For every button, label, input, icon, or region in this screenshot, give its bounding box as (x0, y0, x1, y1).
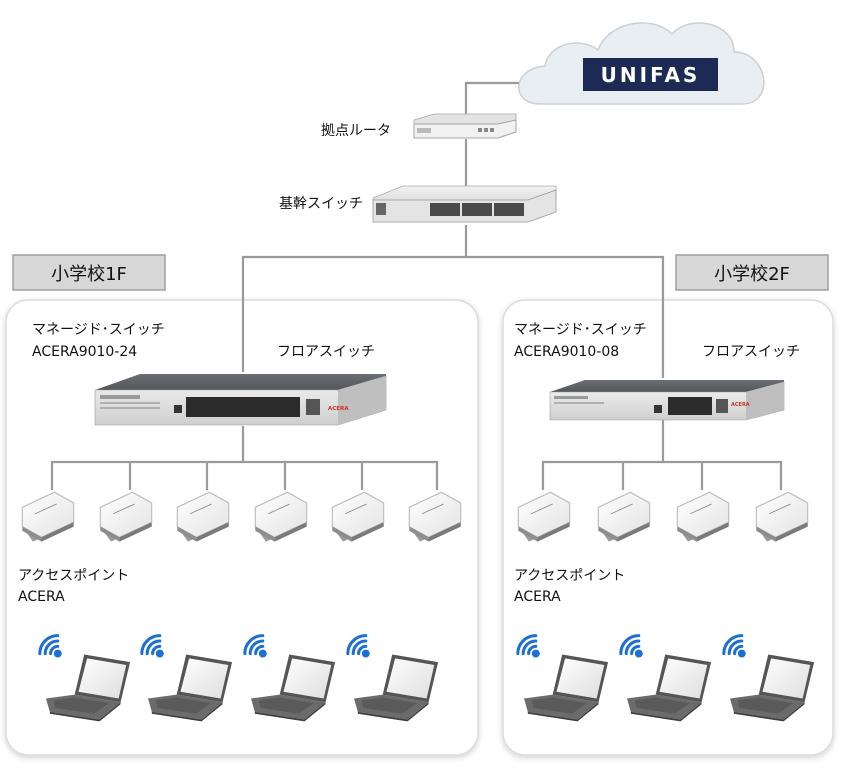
router-label: 拠点ルータ (321, 123, 391, 139)
floor1-managed-switch: ACERA (94, 374, 387, 426)
network-lines (50, 81, 783, 490)
floor-badge-1f: 小学校1F (12, 254, 166, 291)
router-device (413, 113, 517, 139)
floor1-ap-brand: ACERA (18, 589, 65, 605)
floor1-ap-title: アクセスポイント (18, 568, 129, 584)
svg-text:ACERA: ACERA (731, 402, 750, 408)
unifas-logo-box (583, 58, 718, 91)
floor2-ap-brand: ACERA (514, 589, 561, 605)
floor1-switch-model: ACERA9010-24 (32, 344, 137, 360)
cloud: UNIFAS (518, 22, 765, 105)
floor2-switch-title: マネージド･スイッチ (514, 322, 647, 338)
floor-badge-2f: 小学校2F (675, 254, 829, 291)
core-switch-label: 基幹スイッチ (279, 195, 363, 212)
svg-text:小学校1F: 小学校1F (51, 264, 127, 285)
svg-text:ACERA: ACERA (328, 406, 349, 412)
floor2-floor-switch-label: フロアスイッチ (702, 344, 800, 360)
unifas-logo-text: UNIFAS (601, 63, 701, 87)
svg-text:小学校2F: 小学校2F (714, 264, 790, 285)
floor2-switch-model: ACERA9010-08 (514, 344, 619, 360)
floor2-managed-switch: ACERA (549, 380, 785, 421)
floor1-floor-switch-label: フロアスイッチ (277, 344, 375, 360)
floor1-switch-title: マネージド･スイッチ (32, 322, 165, 338)
core-switch-device (372, 185, 557, 223)
floor2-ap-title: アクセスポイント (514, 568, 625, 584)
